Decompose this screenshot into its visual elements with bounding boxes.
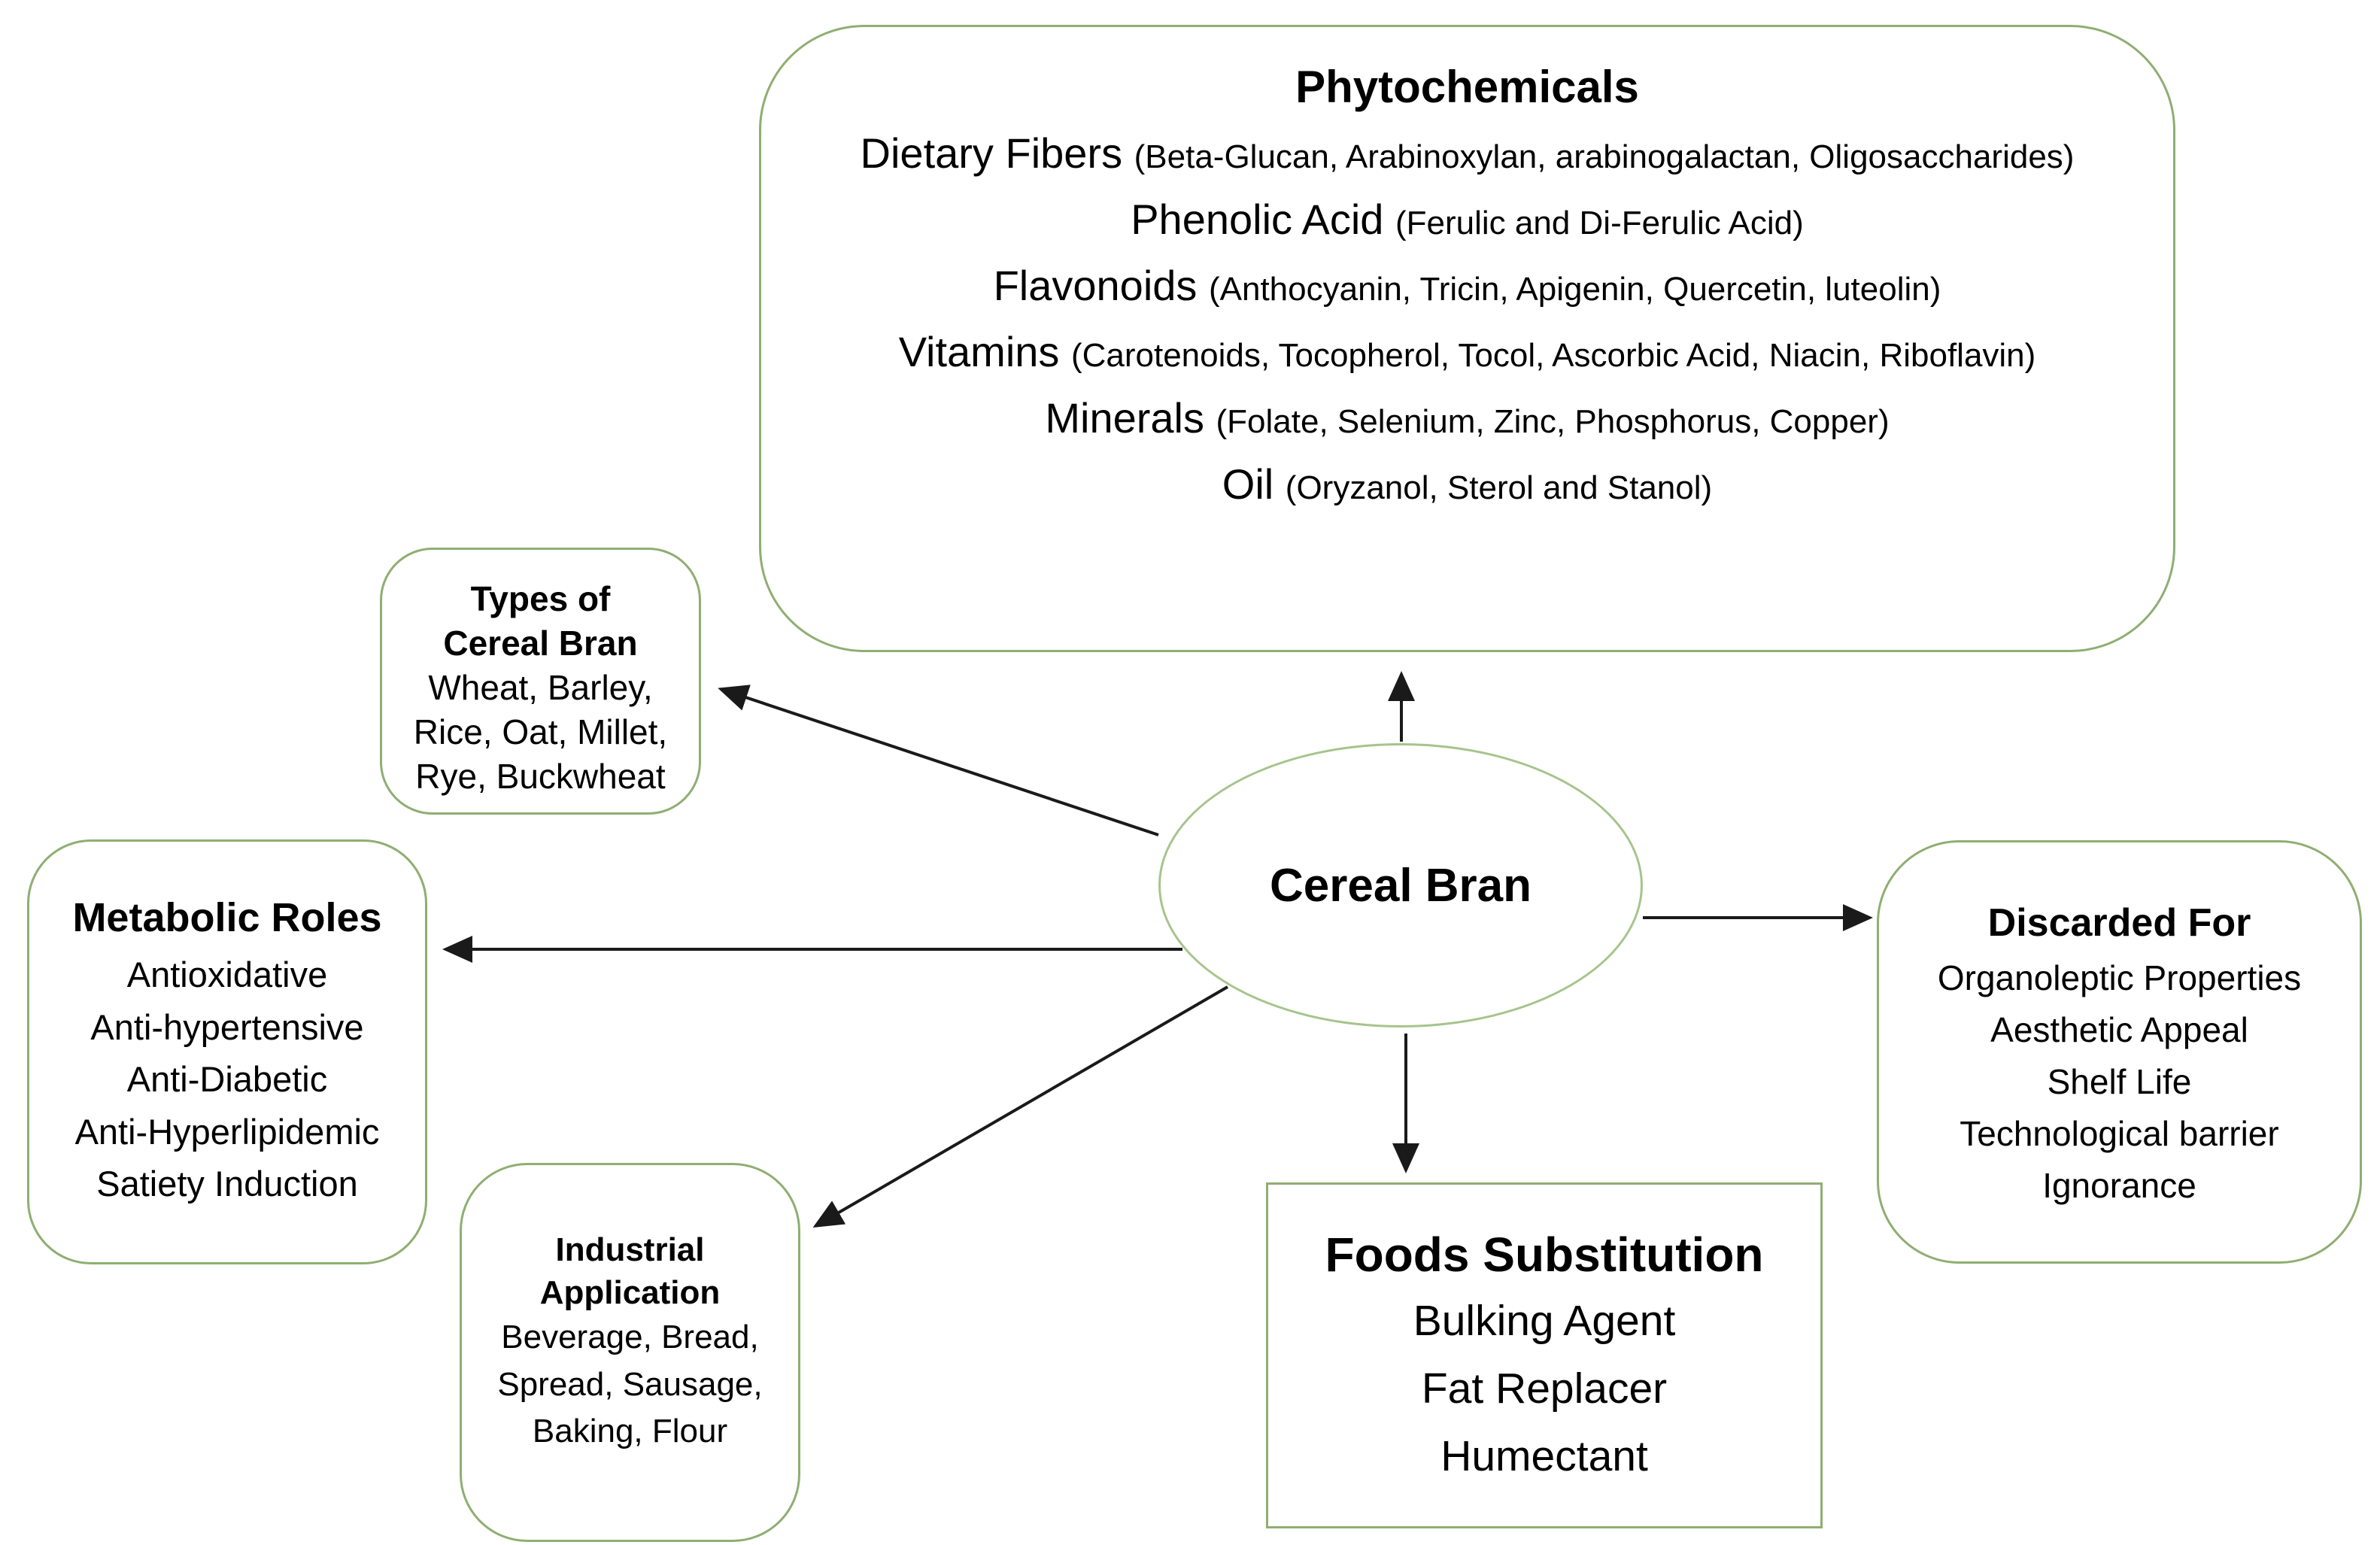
- metabolic-line: Anti-Hyperlipidemic: [74, 1111, 380, 1152]
- discarded-title: Discarded For: [1987, 901, 2251, 945]
- types-of-cereal-bran-box: Types of Cereal Bran Wheat, Barley, Rice…: [380, 548, 701, 815]
- types-line: Rye, Buckwheat: [415, 756, 666, 796]
- cereal-bran-label: Cereal Bran: [1269, 859, 1532, 912]
- industrial-title-line: Industrial: [555, 1231, 705, 1268]
- metabolic-line: Anti-Diabetic: [126, 1059, 328, 1100]
- metabolic-line: Anti-hypertensive: [90, 1006, 364, 1047]
- phytochemicals-item: Phenolic Acid (Ferulic and Di-Ferulic Ac…: [1131, 195, 1804, 243]
- types-line: Wheat, Barley,: [428, 667, 653, 707]
- industrial-line: Beverage, Bread,: [501, 1319, 759, 1356]
- metabolic-line: Antioxidative: [126, 955, 328, 995]
- phytochemicals-item: Oil (Oryzanol, Sterol and Stanol): [1222, 460, 1713, 508]
- cereal-bran-ellipse: Cereal Bran: [1158, 743, 1643, 1027]
- industrial-title-line: Application: [539, 1274, 721, 1312]
- phytochemicals-item: Minerals (Folate, Selenium, Zinc, Phosph…: [1045, 393, 1890, 442]
- metabolic-roles-box: Metabolic Roles Antioxidative Anti-hyper…: [27, 839, 427, 1264]
- types-line: Rice, Oat, Millet,: [413, 712, 668, 751]
- arrow-center-to-industrial: [812, 985, 1229, 1228]
- phytochemicals-item: Flavonoids (Anthocyanin, Tricin, Apigeni…: [993, 261, 1941, 309]
- phytochemicals-title: Phytochemicals: [1295, 62, 1639, 112]
- discarded-line: Organoleptic Properties: [1937, 958, 2302, 998]
- foods-title: Foods Substitution: [1325, 1228, 1764, 1282]
- industrial-line: Baking, Flour: [532, 1413, 728, 1450]
- phytochemicals-box: Phytochemicals Dietary Fibers (Beta-Gluc…: [759, 25, 2175, 652]
- discarded-for-box: Discarded For Organoleptic Properties Ae…: [1877, 840, 2362, 1264]
- industrial-line: Spread, Sausage,: [497, 1365, 763, 1403]
- types-title-line: Types of: [470, 579, 611, 618]
- arrow-center-to-types: [718, 684, 1159, 836]
- discarded-line: Shelf Life: [2047, 1062, 2192, 1102]
- foods-line: Humectant: [1440, 1432, 1648, 1481]
- phytochemicals-item: Vitamins (Carotenoids, Tocopherol, Tocol…: [898, 327, 2036, 375]
- phytochemicals-item: Dietary Fibers (Beta-Glucan, Arabinoxyla…: [860, 129, 2075, 177]
- discarded-line: Aesthetic Appeal: [1990, 1010, 2248, 1050]
- discarded-line: Ignorance: [2042, 1166, 2196, 1206]
- types-title-line: Cereal Bran: [443, 623, 638, 663]
- discarded-line: Technological barrier: [1960, 1114, 2279, 1154]
- metabolic-title: Metabolic Roles: [72, 895, 382, 940]
- foods-substitution-box: Foods Substitution Bulking Agent Fat Rep…: [1266, 1182, 1823, 1528]
- foods-line: Fat Replacer: [1421, 1364, 1668, 1413]
- foods-line: Bulking Agent: [1413, 1297, 1676, 1346]
- industrial-application-box: Industrial Application Beverage, Bread, …: [460, 1163, 800, 1542]
- metabolic-line: Satiety Induction: [96, 1164, 358, 1204]
